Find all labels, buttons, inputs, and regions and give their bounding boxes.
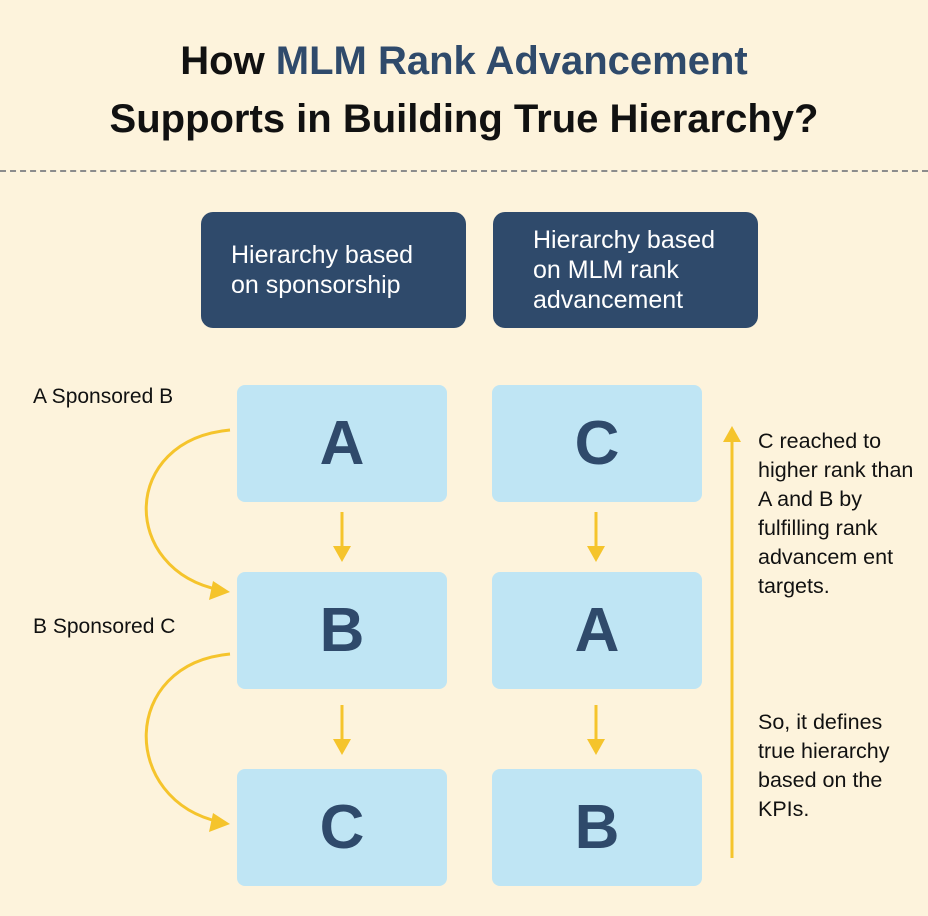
right-arrow-1-head (587, 546, 605, 562)
sponsor-curve-a-to-b-head (209, 581, 230, 600)
rank-note: C reached to higher rank than A and B by… (758, 429, 914, 598)
rank-advancement-header-label: Hierarchy based on MLM rank advancement (533, 226, 716, 314)
sponsorship-node-1: A (237, 385, 447, 502)
rank-node-2: A (492, 572, 702, 689)
rank-up-arrow-head (723, 426, 741, 442)
title-prefix: How (180, 39, 276, 83)
left-arrow-2-head (333, 739, 351, 755)
title-highlight: MLM Rank Advancement (275, 39, 748, 83)
sponsor-label-b-c: B Sponsored C (33, 615, 176, 638)
dashed-divider (0, 170, 928, 172)
sponsor-curve-b-to-c (144, 652, 231, 824)
sponsor-curve-a-to-b (144, 428, 231, 592)
title-line-2: Supports in Building True Hierarchy? (109, 97, 819, 141)
title-line-1: How MLM Rank Advancement (0, 32, 928, 90)
sponsor-label-a-b: A Sponsored B (33, 385, 174, 408)
rank-node-3: B (492, 769, 702, 886)
rank-advancement-header: Hierarchy based on MLM rank advancement (493, 212, 758, 328)
sponsorship-node-3: C (237, 769, 447, 886)
sponsor-curve-b-to-c-head (209, 813, 230, 832)
right-arrow-2-head (587, 739, 605, 755)
left-arrow-1-head (333, 546, 351, 562)
rank-node-1: C (492, 385, 702, 502)
page-title: How MLM Rank Advancement Supports in Bui… (0, 32, 928, 148)
conclusion-note: So, it defines true hierarchy based on t… (758, 710, 890, 821)
sponsorship-header-label: Hierarchy based on sponsorship (231, 241, 414, 299)
sponsorship-node-2: B (237, 572, 447, 689)
sponsorship-header: Hierarchy based on sponsorship (201, 212, 466, 328)
